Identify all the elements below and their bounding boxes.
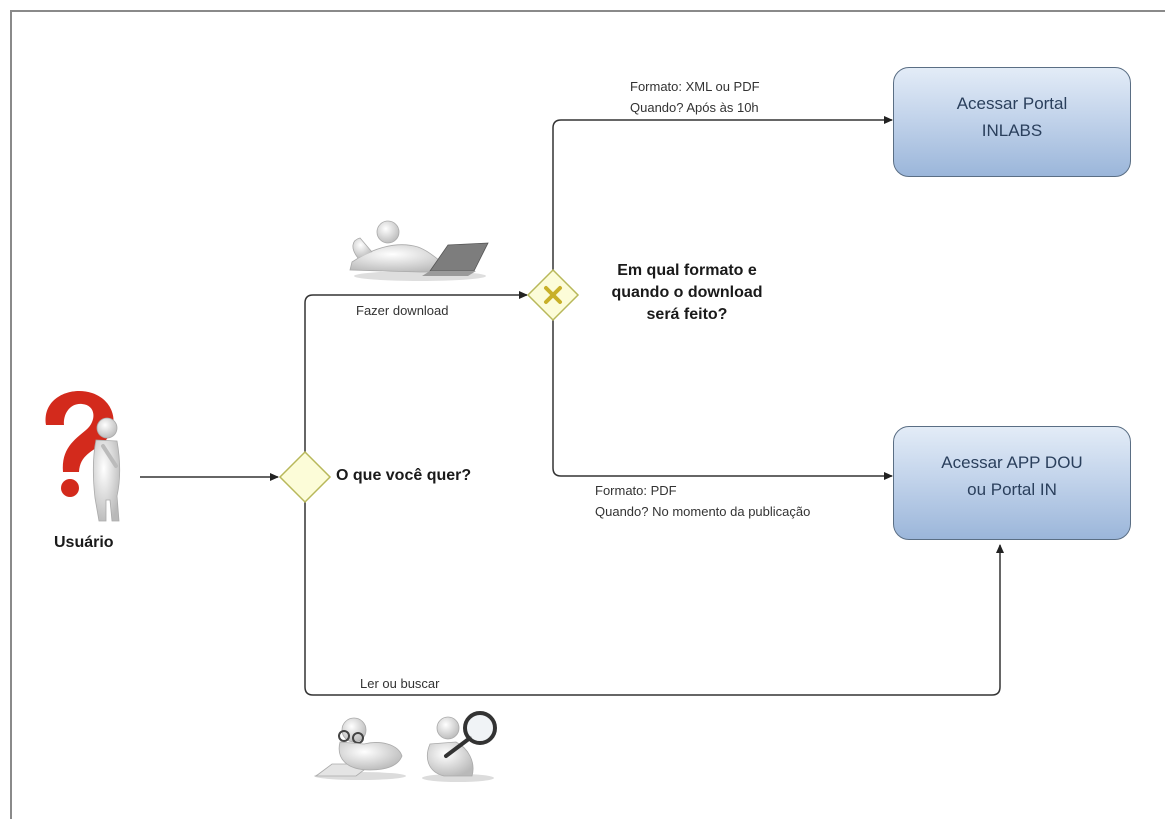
magnifier-figure-icon bbox=[422, 711, 497, 782]
annotation-line: Formato: XML ou PDF bbox=[630, 79, 760, 94]
diagram-frame bbox=[10, 10, 1165, 819]
question-line: será feito? bbox=[646, 306, 728, 323]
question-line: quando o download bbox=[611, 284, 763, 301]
flow-read bbox=[304, 502, 1004, 696]
flow-app-annotation: Formato: PDF Quando? No momento da publi… bbox=[595, 480, 810, 522]
task-line: ou Portal IN bbox=[967, 480, 1057, 499]
gateway-main bbox=[278, 450, 332, 504]
flow-to-app bbox=[552, 320, 893, 480]
download-laptop-icon bbox=[349, 220, 489, 281]
flow-download-label: Fazer download bbox=[356, 303, 449, 318]
flow-read-label: Ler ou buscar bbox=[360, 676, 440, 691]
exclusive-x-icon bbox=[544, 286, 562, 304]
task-line: INLABS bbox=[981, 121, 1043, 140]
task-inlabs: Acessar Portal INLABS bbox=[893, 67, 1131, 177]
gateway-download bbox=[526, 268, 580, 322]
flow-inlabs-annotation: Formato: XML ou PDF Quando? Após às 10h bbox=[630, 76, 760, 118]
gateway-download-question: Em qual formato e quando o download será… bbox=[592, 260, 782, 326]
reading-figure-icon bbox=[314, 717, 406, 780]
flow-to-inlabs bbox=[552, 116, 893, 270]
annotation-line: Quando? Após às 10h bbox=[630, 100, 759, 115]
question-line: Em qual formato e bbox=[617, 262, 757, 279]
task-app-dou: Acessar APP DOU ou Portal IN bbox=[893, 426, 1131, 540]
annotation-line: Quando? No momento da publicação bbox=[595, 504, 811, 519]
user-question-icon bbox=[45, 391, 121, 522]
actor-label: Usuário bbox=[54, 534, 114, 551]
annotation-line: Formato: PDF bbox=[595, 483, 677, 498]
task-line: Acessar Portal bbox=[956, 94, 1068, 113]
flow-download bbox=[304, 291, 528, 452]
gateway-main-question: O que você quer? bbox=[336, 467, 472, 484]
task-line: Acessar APP DOU bbox=[941, 453, 1083, 472]
